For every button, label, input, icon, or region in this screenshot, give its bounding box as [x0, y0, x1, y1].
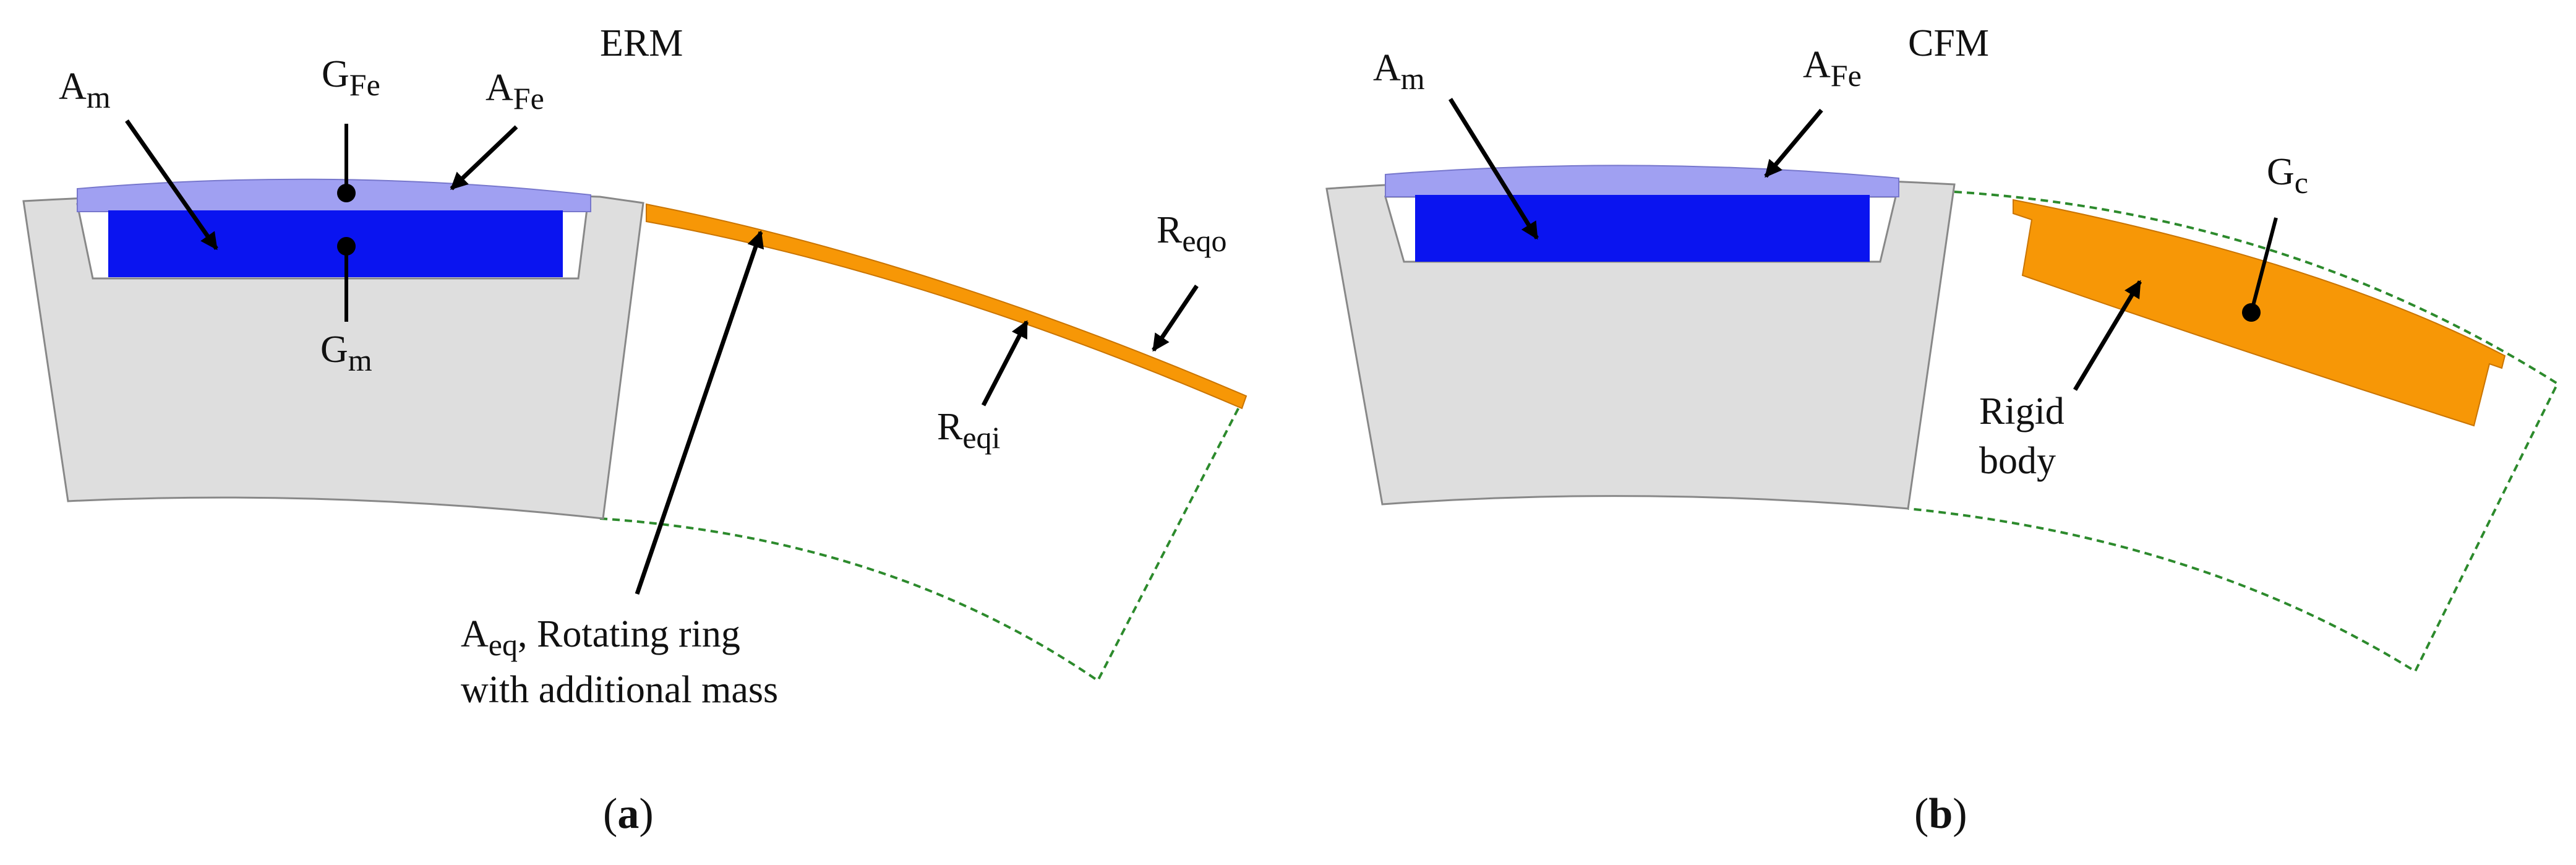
- panel-b-rigid-arrow: [2073, 280, 2142, 391]
- panel-a-reqi-label: Reqi: [937, 406, 1000, 455]
- panel-b-gc-leader: [2249, 217, 2278, 313]
- panel-b-rigid-label: Rigid: [1979, 390, 2065, 432]
- panel-b-afe-label: AFe: [1803, 44, 1862, 93]
- panel-b-gc-label: Gc: [2267, 151, 2308, 200]
- panel-b-iron-cap: [1385, 165, 1899, 197]
- panel-a-aeq-label: Aeq, Rotating ring: [461, 613, 740, 662]
- panel-a-rotating-ring: [646, 203, 1247, 410]
- panel-a-gfe-label: GFe: [322, 53, 380, 102]
- panel-b: CFM Am AFe Gc Rigid body (b): [1325, 22, 2559, 838]
- panel-a-afe-label: AFe: [486, 67, 544, 116]
- panel-a-am-label: Am: [59, 66, 111, 114]
- panel-a-reqo-arrow: [1152, 285, 1199, 352]
- panel-a: ERM Am GFe AFe Gm Reqo Reqi Aeq, Rotatin…: [22, 22, 1247, 838]
- panel-b-dashed-outline: [1907, 191, 2559, 673]
- panel-a-aeq-label-line2: with additional mass: [461, 669, 778, 711]
- panel-b-afe-arrow: [1764, 108, 1823, 178]
- panel-a-am-arrow: [125, 119, 218, 251]
- panel-b-am-arrow: [1448, 98, 1539, 240]
- panel-a-iron-cap: [77, 178, 591, 212]
- panel-a-caption: (a): [603, 790, 654, 838]
- panel-b-magnet: [1415, 195, 1870, 262]
- panel-a-aeq-arrow: [635, 230, 764, 595]
- panel-a-gm-label: Gm: [320, 329, 372, 377]
- panel-a-reqi-arrow: [981, 320, 1029, 407]
- panel-a-dashed-outline: [599, 398, 1244, 682]
- panel-b-rigid-label-line2: body: [1979, 440, 2056, 482]
- panel-b-title: CFM: [1908, 22, 1989, 64]
- panel-b-gc-point: [2242, 303, 2261, 322]
- panel-b-caption: (b): [1914, 790, 1967, 838]
- panel-a-magnet: [108, 210, 563, 277]
- panel-b-am-label: Am: [1373, 47, 1425, 96]
- panel-a-reqo-label: Reqo: [1157, 209, 1227, 258]
- panel-a-title: ERM: [600, 22, 683, 64]
- panel-a-afe-arrow: [450, 125, 518, 191]
